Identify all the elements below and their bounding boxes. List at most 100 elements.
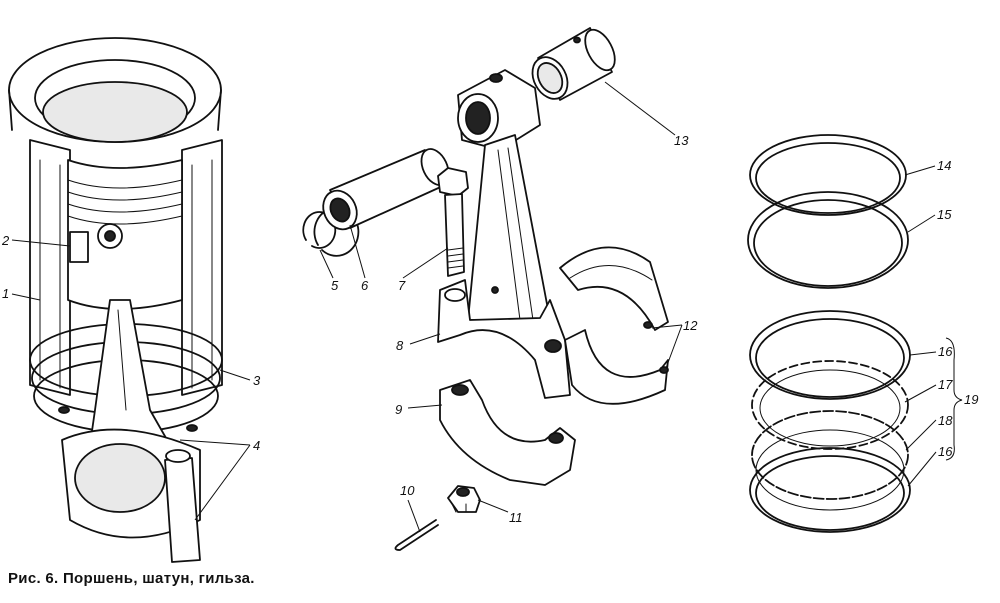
compression-ring-14-inner xyxy=(755,142,901,214)
rod-cap-body xyxy=(439,379,576,486)
label-3: 3 xyxy=(253,373,261,388)
leader-7 xyxy=(402,247,449,279)
leader-4 xyxy=(179,439,251,521)
rod-shank-rib xyxy=(497,147,534,321)
bearing-shells xyxy=(559,246,669,405)
bolt-head xyxy=(437,167,469,197)
connecting-rod xyxy=(437,69,571,399)
label-6: 6 xyxy=(361,278,369,293)
label-5: 5 xyxy=(331,278,339,293)
leader-lines xyxy=(11,81,937,533)
leader-15 xyxy=(907,214,936,233)
piston-pin-bore xyxy=(329,197,351,223)
bearing-shell-upper-edge xyxy=(569,265,653,281)
ring-end-left xyxy=(58,406,70,414)
oil-ring-disk-bottom-outer xyxy=(749,447,911,533)
castle-nut-slots xyxy=(451,503,467,513)
compression-ring-15-outer xyxy=(747,191,909,289)
label-4: 4 xyxy=(253,438,260,453)
leader-14 xyxy=(904,165,936,176)
rod-oil-hole xyxy=(489,73,503,83)
bolt-shank xyxy=(444,193,465,277)
label-16b: 16 xyxy=(938,444,953,459)
assembled-big-end-bore xyxy=(74,443,166,513)
radial-expander-inner xyxy=(759,369,901,447)
small-end-bushing xyxy=(531,27,616,101)
oil-ring-assembly xyxy=(749,310,911,533)
assembled-rod-shank xyxy=(89,299,171,446)
label-8: 8 xyxy=(396,338,404,353)
piston-ring-grooves xyxy=(67,179,183,225)
castle-nut xyxy=(447,485,481,513)
leader-18 xyxy=(905,419,937,451)
label-12: 12 xyxy=(683,318,698,333)
oil-ring-disk-bottom-inner xyxy=(755,455,905,531)
label-15: 15 xyxy=(937,207,952,222)
oil-ring-disk-top-outer xyxy=(749,310,911,400)
leader-11 xyxy=(477,499,509,513)
cotter-pin xyxy=(394,519,439,551)
piston-crown xyxy=(42,81,188,143)
bearing-shell-upper xyxy=(559,246,669,331)
leader-6 xyxy=(349,224,366,279)
group-brace-19 xyxy=(945,337,963,461)
castle-nut-body xyxy=(447,485,481,513)
compression-ring-15-inner xyxy=(753,199,903,287)
leader-12 xyxy=(651,324,683,369)
label-13: 13 xyxy=(674,133,689,148)
bearing-shell-lower-tab xyxy=(659,366,669,374)
rod-oil-drilling xyxy=(491,286,499,294)
label-17: 17 xyxy=(938,377,953,392)
callout-labels: 2 1 3 4 5 6 7 8 9 10 11 12 13 14 15 16 1… xyxy=(1,133,978,525)
leader-16b xyxy=(907,451,937,487)
label-14: 14 xyxy=(937,158,951,173)
bushing-far-end xyxy=(584,28,616,72)
ring-end-right xyxy=(186,424,198,432)
figure-caption: Рис. 6. Поршень, шатун, гильза. xyxy=(8,570,255,587)
leader-16a xyxy=(909,351,937,356)
radial-expander xyxy=(751,360,909,450)
bearing-shell-lower xyxy=(564,329,669,405)
castle-nut-bore xyxy=(456,487,470,497)
rod-shank xyxy=(467,134,551,321)
rod-cap-hole-left xyxy=(451,384,469,396)
leader-17 xyxy=(904,384,937,403)
bolt-thread xyxy=(447,247,464,269)
liner-flange-sides xyxy=(8,89,222,131)
leader-9 xyxy=(407,404,443,409)
rod-cap xyxy=(439,379,576,486)
label-19: 19 xyxy=(964,392,978,407)
connecting-rod-bolt xyxy=(437,167,469,277)
piston-pin xyxy=(322,148,450,231)
leader-3 xyxy=(219,369,251,381)
cotter-pin-shape xyxy=(394,519,439,551)
leader-10 xyxy=(407,499,421,533)
label-9: 9 xyxy=(395,402,402,417)
rod-cap-hole-right xyxy=(548,432,564,444)
rod-small-end-bore xyxy=(465,101,491,135)
axial-expander xyxy=(751,410,909,500)
pin-retainer-slot xyxy=(69,231,89,263)
label-1-2: 2 xyxy=(1,233,10,248)
bushing-bore xyxy=(536,62,564,94)
rod-bolt-hole-right xyxy=(544,339,562,353)
assembled-rod-nut xyxy=(165,449,191,463)
label-11: 11 xyxy=(509,510,523,525)
leader-13 xyxy=(604,81,676,136)
cylinder-liner-assembly xyxy=(8,37,223,563)
rod-bolt-hole-left xyxy=(444,288,466,302)
assembled-rod-rib xyxy=(117,309,127,411)
compression-rings xyxy=(747,134,909,289)
label-10: 10 xyxy=(400,483,415,498)
leader-2 xyxy=(11,239,71,247)
bearing-shell-tab xyxy=(643,321,653,329)
oil-ring-disk-top-inner xyxy=(755,318,905,398)
leader-8 xyxy=(409,333,441,345)
piston-pin-hole xyxy=(104,230,116,242)
bushing-oil-hole xyxy=(573,36,581,44)
axial-expander-inner xyxy=(755,429,905,511)
label-1: 1 xyxy=(2,286,9,301)
label-16a: 16 xyxy=(938,344,953,359)
